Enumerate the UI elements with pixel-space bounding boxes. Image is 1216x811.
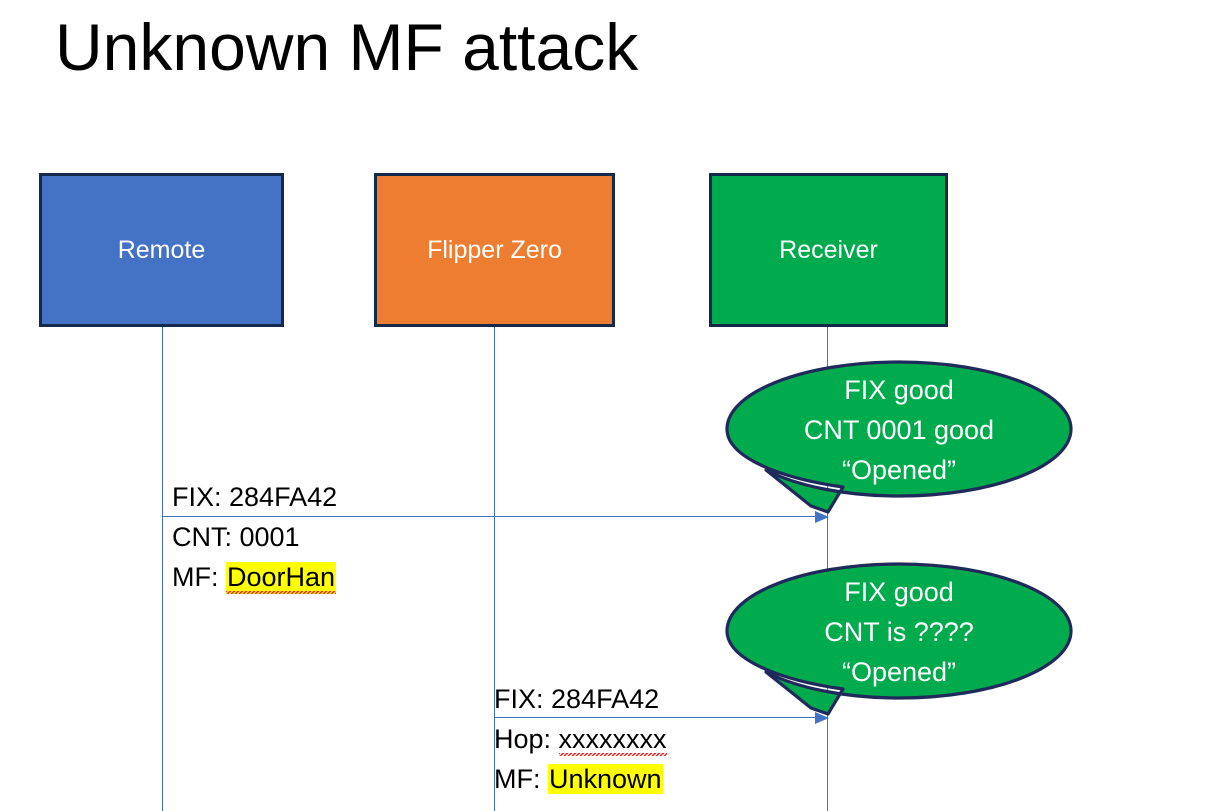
message-2-line-hop: Hop: xxxxxxxx (494, 719, 667, 759)
message-label-2: FIX: 284FA42 Hop: xxxxxxxx MF: Unknown (494, 679, 667, 799)
message-2-fix-prefix: FIX: (494, 684, 552, 714)
message-2-mf-value: Unknown (548, 764, 663, 794)
message-arrow-remote-to-receiver[interactable] (163, 511, 829, 523)
message-2-mf-prefix: MF: (494, 764, 548, 794)
message-1-mf-prefix: MF: (172, 562, 226, 592)
message-2-line-mf: MF: Unknown (494, 759, 667, 799)
message-arrow-flipper-to-receiver[interactable] (495, 712, 829, 724)
lifeline-flipper-zero (494, 327, 495, 811)
message-1-mf-value: DoorHan (226, 562, 337, 594)
message-1-line-fix: FIX: 284FA42 (172, 477, 337, 517)
message-1-fix-value: 284FA42 (229, 482, 338, 512)
actor-box-remote[interactable]: Remote (39, 173, 284, 327)
message-1-cnt-prefix: CNT: (172, 522, 240, 552)
message-1-cnt-value: 0001 (239, 522, 300, 552)
callout-bubble-2-shape (725, 562, 1073, 716)
message-2-fix-value: 284FA42 (551, 684, 660, 714)
message-2-line-fix: FIX: 284FA42 (494, 679, 667, 719)
message-1-line-cnt: CNT: 0001 (172, 517, 337, 557)
actor-label-flipper-zero: Flipper Zero (427, 236, 562, 264)
message-2-hop-value: xxxxxxxx (558, 724, 667, 756)
callout-bubble-1-shape (725, 360, 1073, 514)
callout-bubble-1[interactable]: FIX good CNT 0001 good “Opened” (725, 360, 1073, 520)
message-label-1: FIX: 284FA42 CNT: 0001 MF: DoorHan (172, 477, 337, 597)
message-1-line-mf: MF: DoorHan (172, 557, 337, 597)
actor-label-receiver: Receiver (779, 236, 878, 264)
callout-bubble-2[interactable]: FIX good CNT is ???? “Opened” (725, 562, 1073, 722)
actor-box-receiver[interactable]: Receiver (709, 173, 948, 327)
message-1-fix-prefix: FIX: (172, 482, 230, 512)
message-2-hop-prefix: Hop: (494, 724, 559, 754)
lifeline-remote (162, 327, 163, 811)
actor-box-flipper-zero[interactable]: Flipper Zero (374, 173, 615, 327)
actor-label-remote: Remote (117, 236, 206, 264)
page-title: Unknown MF attack (55, 10, 639, 84)
